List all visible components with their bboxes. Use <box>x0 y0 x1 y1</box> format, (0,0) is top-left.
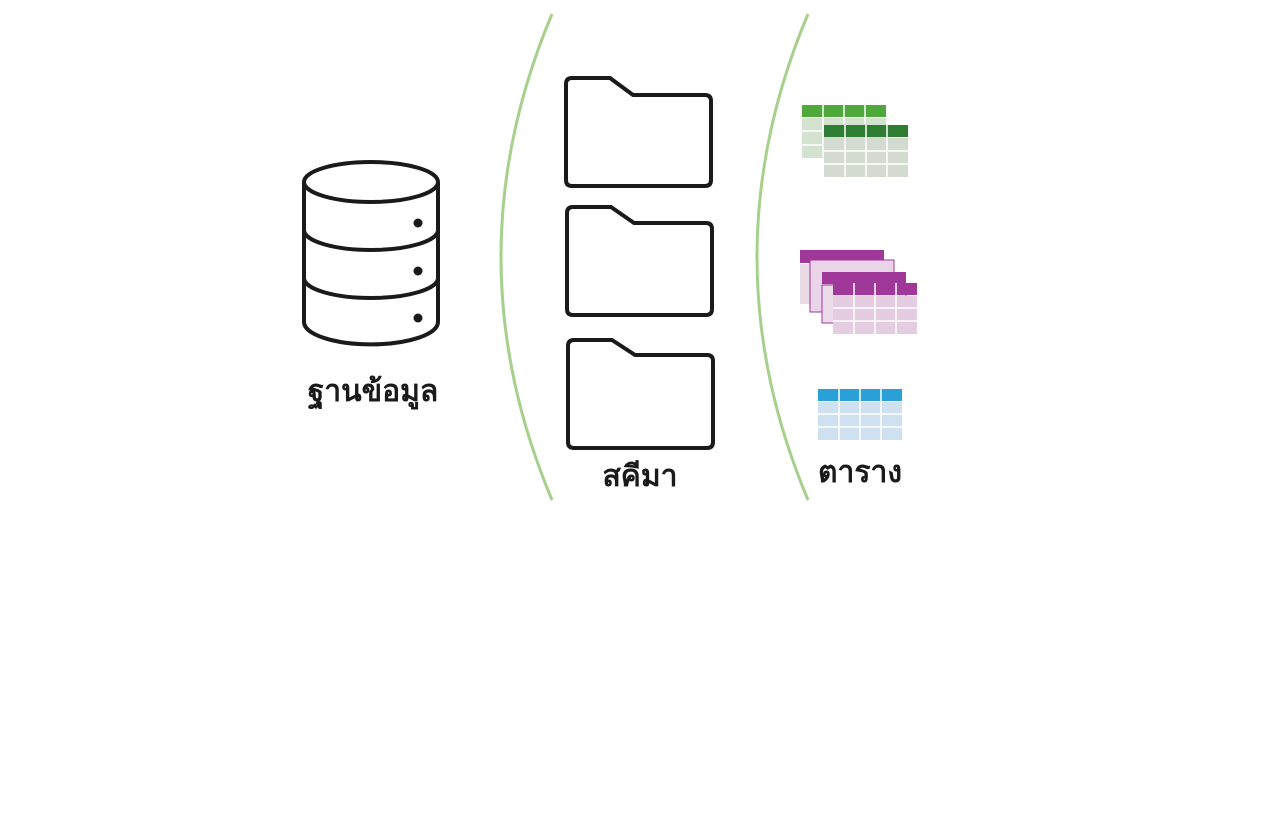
table-bracket <box>755 13 810 501</box>
folder-icon <box>565 205 714 317</box>
schema-label: สคีมา <box>603 459 678 494</box>
table-blue-icon <box>818 389 902 440</box>
table-stack-purple-icon <box>800 250 917 334</box>
database-label: ฐานข้อมูล <box>308 374 439 411</box>
folder-icon <box>566 338 715 450</box>
table-stack-green-icon <box>802 105 908 177</box>
schema-bracket <box>499 13 554 501</box>
table-label: ตาราง <box>818 455 902 490</box>
folder-icon <box>564 76 713 188</box>
database-icon <box>302 160 440 347</box>
